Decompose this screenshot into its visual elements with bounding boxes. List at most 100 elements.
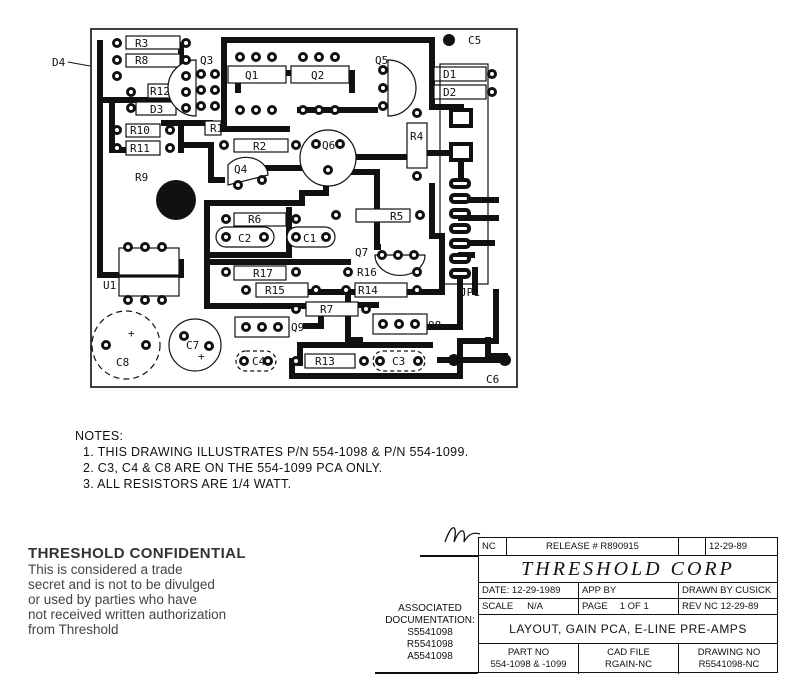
tb-title-row: LAYOUT, GAIN PCA, E-LINE PRE-AMPS: [479, 615, 777, 644]
label-u1: U1: [103, 279, 116, 292]
confidential-line-5: from Threshold: [28, 622, 119, 637]
tb-scale: SCALE: [482, 601, 514, 612]
signature-mark: [444, 527, 481, 543]
confidential-line-2: secret and is not to be divulged: [28, 577, 215, 592]
tb-page-value: 1 OF 1: [619, 601, 649, 612]
label-r13: R13: [315, 355, 335, 368]
jp1-pins: [449, 178, 471, 279]
pads: [101, 38, 497, 366]
tb-dwg-cell: DRAWING NO R5541098-NC: [679, 644, 779, 674]
tb-scale-row: SCALE N/A PAGE 1 OF 1 REV NC 12-29-89: [479, 599, 777, 615]
label-c1: C1: [303, 232, 316, 245]
tb-rev-line: REV NC 12-29-89: [682, 601, 759, 612]
label-r2: R2: [253, 140, 266, 153]
tb-app-by: APP BY: [579, 583, 679, 598]
label-r16: R16: [357, 266, 377, 279]
label-q4: Q4: [234, 163, 248, 176]
tb-numbers-row: PART NO 554-1098 & -1099 CAD FILE RGAIN-…: [479, 644, 777, 674]
note-1: 1. THIS DRAWING ILLUSTRATES P/N 554-1098…: [83, 445, 469, 459]
label-q7: Q7: [355, 246, 368, 259]
confidential-title: THRESHOLD CONFIDENTIAL: [28, 545, 246, 562]
label-q5: Q5: [375, 54, 388, 67]
assoc-label-1: ASSOCIATED: [398, 603, 462, 614]
tb-cad-label: CAD FILE: [607, 647, 650, 658]
confidential-line-1: This is considered a trade: [28, 562, 183, 577]
title-block-underline: [375, 672, 478, 674]
tb-date: DATE: 12-29-1989: [479, 583, 579, 598]
svg-text:+: +: [198, 350, 205, 363]
tb-part-cell: PART NO 554-1098 & -1099: [479, 644, 579, 674]
tb-dwg: R5541098-NC: [698, 659, 760, 670]
confidential-line-3: or used by parties who have: [28, 592, 197, 607]
tb-cad-cell: CAD FILE RGAIN-NC: [579, 644, 679, 674]
label-r7: R7: [320, 303, 333, 316]
label-q8: Q8: [428, 319, 441, 332]
tb-scale-cell: SCALE N/A: [479, 599, 579, 614]
label-r5: R5: [390, 210, 403, 223]
tb-scale-value: N/A: [527, 601, 543, 612]
label-r8: R8: [135, 54, 148, 67]
assoc-label-2: DOCUMENTATION:: [385, 615, 475, 626]
tb-cad: RGAIN-NC: [605, 659, 652, 670]
tb-date-row: DATE: 12-29-1989 APP BY DRAWN BY CUSICK: [479, 583, 777, 599]
tb-part-no: 554-1098 & -1099: [490, 659, 567, 670]
label-d1: D1: [443, 68, 456, 81]
tb-dwg-label: DRAWING NO: [697, 647, 761, 658]
mounting-hole: [156, 180, 196, 220]
tb-company: THRESHOLD CORP: [521, 557, 735, 580]
label-q3: Q3: [200, 54, 213, 67]
board-outline: [90, 28, 518, 388]
label-q9: Q9: [291, 321, 304, 334]
tb-page: PAGE: [582, 601, 608, 612]
label-r3: R3: [135, 37, 148, 50]
tb-part-label: PART NO: [507, 647, 550, 658]
label-r4: R4: [410, 130, 424, 143]
tb-release: RELEASE # R890915: [507, 538, 679, 555]
tb-page-cell: PAGE 1 OF 1: [579, 599, 679, 614]
pad-c6: [448, 354, 460, 366]
label-r6: R6: [248, 213, 261, 226]
tb-drawn-by: DRAWN BY CUSICK: [682, 585, 772, 596]
confidential-line-4: not received written authorization: [28, 607, 227, 622]
pad-c6b: [499, 354, 511, 366]
assoc-doc-1: S5541098: [407, 627, 453, 638]
label-c6: C6: [486, 373, 499, 386]
label-c2: C2: [238, 232, 251, 245]
reference-designators: D4 R3 R8 R12 D3 R10 R11 R9 Q3 Q1 Q2 Q5 C…: [52, 34, 499, 386]
label-q6: Q6: [322, 139, 335, 152]
tb-rev: NC: [479, 538, 507, 555]
title-block: NC RELEASE # R890915 12-29-89 THRESHOLD …: [478, 537, 778, 674]
label-c4: C4: [252, 355, 266, 368]
note-3: 3. ALL RESISTORS ARE 1/4 WATT.: [83, 477, 292, 491]
label-d2: D2: [443, 86, 456, 99]
label-r12: R12: [150, 85, 170, 98]
label-q2: Q2: [311, 69, 324, 82]
notes-heading: NOTES:: [75, 429, 124, 443]
label-c7: C7: [186, 339, 199, 352]
pad-c5: [443, 34, 455, 46]
component-outlines: [118, 35, 489, 369]
label-r17: R17: [253, 267, 273, 280]
tb-company-row: THRESHOLD CORP: [479, 556, 777, 583]
label-r14: R14: [358, 284, 378, 297]
assoc-doc-2: R5541098: [406, 639, 454, 650]
label-r1: R1: [210, 122, 223, 135]
label-r15: R15: [265, 284, 285, 297]
assoc-doc-3: A5541098: [407, 651, 453, 662]
jp1-pads: [449, 108, 473, 162]
title-block-leader: [420, 555, 478, 557]
label-r11: R11: [130, 142, 150, 155]
label-c5: C5: [468, 34, 481, 47]
svg-text:+: +: [128, 327, 135, 340]
associated-documentation: ASSOCIATED DOCUMENTATION: S5541098 R5541…: [370, 603, 490, 663]
pcb-layout-drawing: + + D4 R3 R8 R12 D3 R10 R11 R9 Q3 Q1 Q2 …: [52, 28, 518, 388]
confidential-stamp: THRESHOLD CONFIDENTIAL This is considere…: [28, 545, 258, 637]
label-r9: R9: [135, 171, 148, 184]
tb-release-row: NC RELEASE # R890915 12-29-89: [479, 538, 777, 556]
transistor-outlines: [91, 59, 428, 380]
label-c8: C8: [116, 356, 129, 369]
label-q1: Q1: [245, 69, 258, 82]
note-2: 2. C3, C4 & C8 ARE ON THE 554-1099 PCA O…: [83, 461, 383, 475]
tb-title: LAYOUT, GAIN PCA, E-LINE PRE-AMPS: [509, 622, 747, 636]
label-r10: R10: [130, 124, 150, 137]
